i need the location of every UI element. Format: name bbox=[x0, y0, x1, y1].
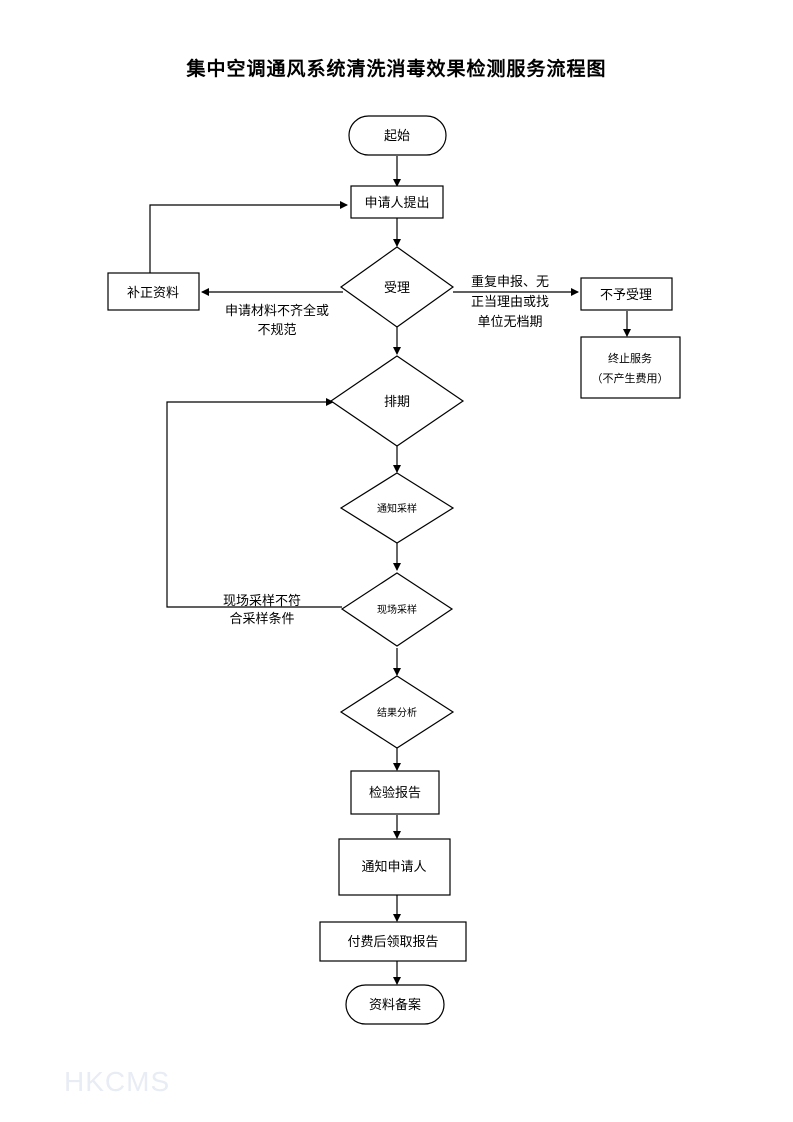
supplement-box bbox=[107, 272, 200, 311]
schedule-label: 排期 bbox=[384, 395, 410, 410]
start-terminal bbox=[348, 115, 447, 156]
report-label: 检验报告 bbox=[369, 785, 421, 801]
notify-applicant-label: 通知申请人 bbox=[361, 859, 426, 875]
reject-label: 不予受理 bbox=[600, 288, 652, 303]
notify-sampling-label: 通知采样 bbox=[377, 502, 417, 515]
onsite-sampling-label: 现场采样 bbox=[377, 603, 417, 616]
archive-terminal bbox=[345, 984, 445, 1025]
start-label: 起始 bbox=[384, 129, 410, 144]
archive-label: 资料备案 bbox=[369, 997, 421, 1013]
sampling-fail-label-2: 合采样条件 bbox=[229, 611, 294, 627]
sampling-fail-label-1: 现场采样不符 bbox=[223, 593, 301, 609]
onsite-sampling-diamond bbox=[340, 572, 454, 647]
duplicate-label-1: 重复申报、无 bbox=[471, 274, 549, 290]
result-analysis-label: 结果分析 bbox=[377, 706, 417, 719]
accept-diamond bbox=[339, 246, 455, 328]
duplicate-label-2: 正当理由或找 bbox=[471, 295, 549, 310]
supplement-label: 补正资料 bbox=[127, 286, 179, 301]
watermark: HKCMS bbox=[64, 1066, 171, 1097]
incomplete-label-1: 申请材料不齐全或 bbox=[225, 303, 329, 319]
duplicate-label-3: 单位无档期 bbox=[477, 315, 542, 330]
terminate-box bbox=[580, 336, 681, 399]
report-box bbox=[350, 770, 440, 815]
schedule-diamond bbox=[329, 355, 465, 447]
page-title: 集中空调通风系统清洗消毒效果检测服务流程图 bbox=[186, 58, 607, 80]
apply-label: 申请人提出 bbox=[364, 195, 429, 211]
notify-applicant-box bbox=[338, 838, 451, 896]
apply-box bbox=[350, 185, 444, 219]
collect-report-label: 付费后领取报告 bbox=[347, 935, 438, 950]
terminate-label-1: 终止服务 bbox=[608, 351, 652, 365]
notify-sampling-diamond bbox=[339, 472, 455, 544]
terminate-label-2: （不产生费用） bbox=[592, 371, 669, 385]
edge-onsite-schedule bbox=[166, 398, 342, 608]
collect-report-box bbox=[319, 921, 467, 962]
reject-box bbox=[580, 277, 673, 311]
edge-supplement-apply bbox=[149, 201, 348, 273]
accept-label: 受理 bbox=[384, 281, 410, 296]
incomplete-label-2: 不规范 bbox=[257, 323, 296, 338]
result-analysis-diamond bbox=[339, 675, 455, 749]
